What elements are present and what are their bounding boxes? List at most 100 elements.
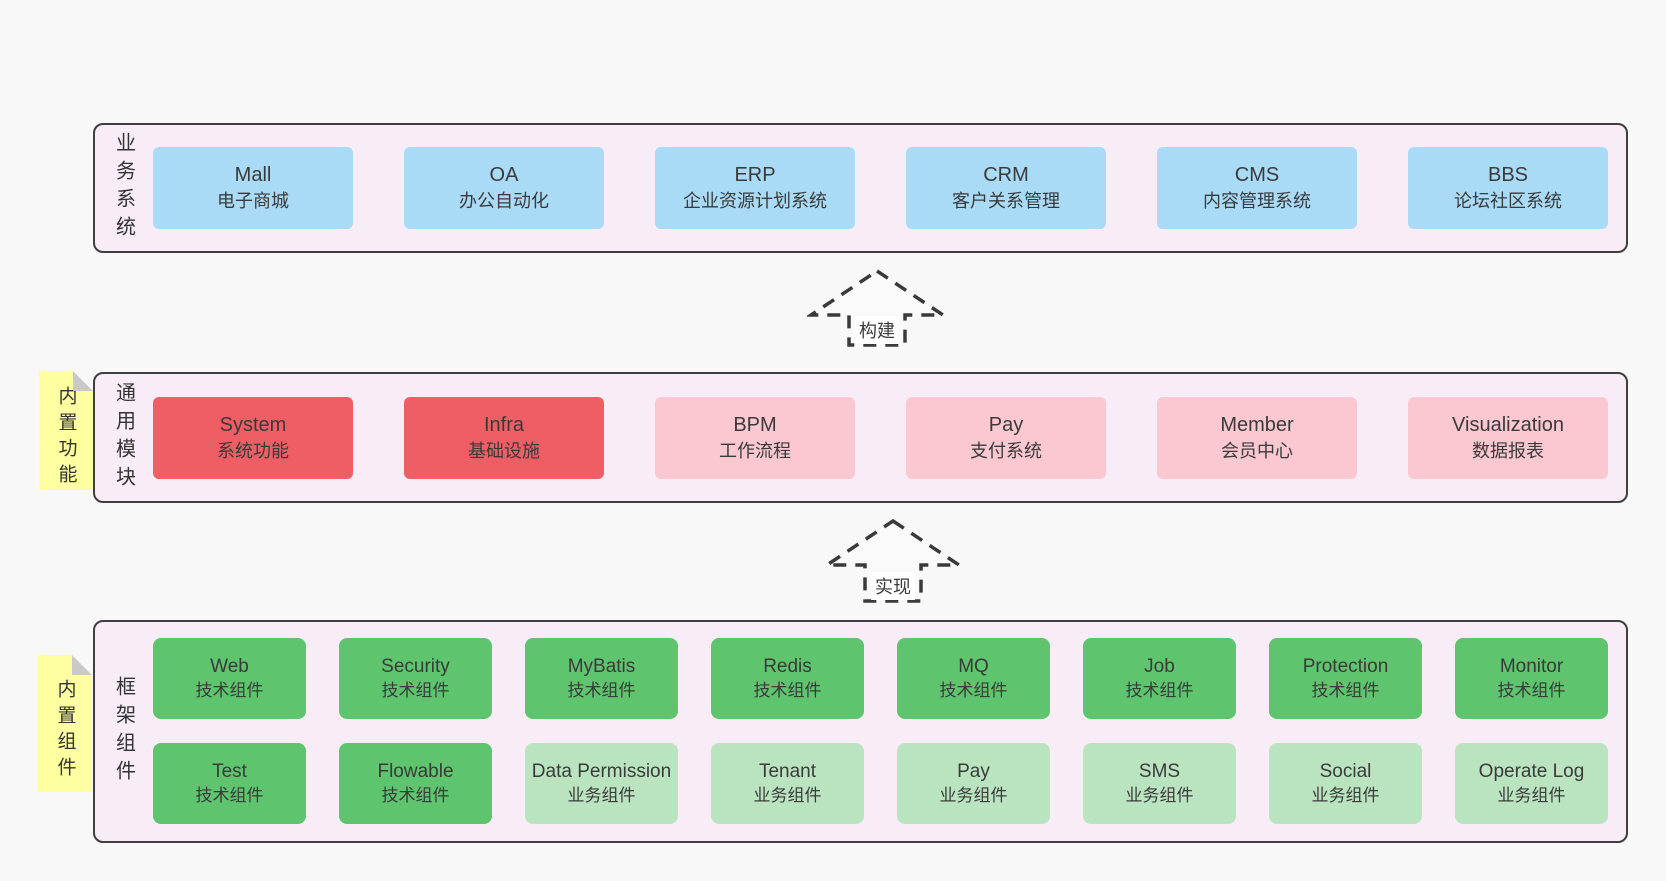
sticky-built-in-features: 内置功能 <box>39 371 93 490</box>
box-monitor: Monitor 技术组件 <box>1455 638 1608 719</box>
box-title: BPM <box>733 413 777 436</box>
box-pay-component: Pay 业务组件 <box>897 743 1050 824</box>
box-title: Pay <box>988 413 1024 436</box>
box-subtitle: 业务组件 <box>939 785 1008 805</box>
panel-framework-components: 框架组件 Web 技术组件 Security 技术组件 MyBatis 技术组件… <box>93 620 1628 843</box>
box-title: Data Permission <box>531 761 672 783</box>
box-title: ERP <box>734 164 776 187</box>
box-title: Job <box>1144 656 1175 678</box>
box-pay-module: Pay 支付系统 <box>906 396 1106 479</box>
box-title: Protection <box>1302 656 1389 678</box>
box-title: Pay <box>957 761 990 783</box>
box-title: Member <box>1220 413 1294 436</box>
fold-corner-icon <box>73 371 93 391</box>
up-arrow-icon <box>807 268 947 347</box>
panel-label-common-modules: 通用模块 <box>112 381 135 494</box>
panel-label-business-systems: 业务系统 <box>112 132 135 244</box>
box-infra: Infra 基础设施 <box>404 396 604 479</box>
box-subtitle: 会员中心 <box>1221 440 1293 461</box>
box-subtitle: 客户关系管理 <box>952 191 1060 212</box>
box-security: Security 技术组件 <box>339 638 492 719</box>
box-title: OA <box>489 164 519 187</box>
box-subtitle: 系统功能 <box>217 440 289 461</box>
box-title: SMS <box>1138 761 1181 783</box>
box-title: Mall <box>234 164 272 187</box>
box-subtitle: 技术组件 <box>381 785 450 805</box>
box-title: Flowable <box>377 761 454 783</box>
box-title: Visualization <box>1452 413 1564 436</box>
box-title: MyBatis <box>567 656 636 678</box>
box-subtitle: 数据报表 <box>1472 440 1544 461</box>
box-subtitle: 技术组件 <box>567 680 636 700</box>
box-subtitle: 技术组件 <box>1125 680 1194 700</box>
box-operate-log: Operate Log 业务组件 <box>1455 743 1608 824</box>
box-title: Web <box>210 656 249 678</box>
arrow-build: 构建 <box>807 268 947 348</box>
box-subtitle: 技术组件 <box>195 680 264 700</box>
panel-common-modules: 通用模块 System 系统功能 Infra 基础设施 BPM 工作流程 Pay… <box>93 372 1628 503</box>
box-bpm: BPM 工作流程 <box>655 396 855 479</box>
box-title: Security <box>381 656 450 678</box>
box-title: Infra <box>483 413 525 436</box>
box-subtitle: 技术组件 <box>195 785 264 805</box>
sticky-built-in-components: 内置组件 <box>38 655 92 792</box>
box-title: CRM <box>983 164 1029 187</box>
fold-corner-icon <box>72 655 92 675</box>
sticky-label: 内置功能 <box>55 385 77 490</box>
box-title: Social <box>1319 761 1372 783</box>
box-subtitle: 业务组件 <box>1311 785 1380 805</box>
box-subtitle: 技术组件 <box>939 680 1008 700</box>
box-erp: ERP 企业资源计划系统 <box>655 147 855 229</box>
box-title: Redis <box>763 656 812 678</box>
box-title: Operate Log <box>1478 761 1585 783</box>
box-subtitle: 业务组件 <box>567 785 636 805</box>
box-subtitle: 支付系统 <box>970 440 1042 461</box>
box-title: MQ <box>958 656 989 678</box>
box-web: Web 技术组件 <box>153 638 306 719</box>
box-visualization: Visualization 数据报表 <box>1408 396 1608 479</box>
box-tenant: Tenant 业务组件 <box>711 743 864 824</box>
box-title: System <box>219 413 287 436</box>
arrow-implement: 实现 <box>823 518 963 604</box>
box-subtitle: 工作流程 <box>719 440 791 461</box>
box-subtitle: 基础设施 <box>468 440 540 461</box>
sticky-label: 内置组件 <box>54 678 76 783</box>
box-subtitle: 技术组件 <box>1311 680 1380 700</box>
box-social: Social 业务组件 <box>1269 743 1422 824</box>
arrow-build-label: 构建 <box>855 316 899 344</box>
box-title: BBS <box>1487 164 1529 187</box>
box-bbs: BBS 论坛社区系统 <box>1408 147 1608 229</box>
box-mybatis: MyBatis 技术组件 <box>525 638 678 719</box>
box-subtitle: 业务组件 <box>1125 785 1194 805</box>
panel-label-framework-components: 框架组件 <box>112 675 135 788</box>
box-member: Member 会员中心 <box>1157 396 1357 479</box>
box-title: CMS <box>1234 164 1280 187</box>
box-oa: OA 办公自动化 <box>404 147 604 229</box>
box-subtitle: 业务组件 <box>1497 785 1566 805</box>
box-test: Test 技术组件 <box>153 743 306 824</box>
arrow-implement-label: 实现 <box>871 572 915 600</box>
box-title: Test <box>212 761 247 783</box>
box-subtitle: 论坛社区系统 <box>1454 191 1562 212</box>
box-subtitle: 技术组件 <box>753 680 822 700</box>
box-mq: MQ 技术组件 <box>897 638 1050 719</box>
box-subtitle: 内容管理系统 <box>1203 191 1311 212</box>
box-mall: Mall 电子商城 <box>153 147 353 229</box>
box-subtitle: 企业资源计划系统 <box>683 191 827 212</box>
box-cms: CMS 内容管理系统 <box>1157 147 1357 229</box>
box-system: System 系统功能 <box>153 396 353 479</box>
up-arrow-icon <box>823 518 963 603</box>
box-subtitle: 技术组件 <box>1497 680 1566 700</box>
box-crm: CRM 客户关系管理 <box>906 147 1106 229</box>
panel-business-systems: 业务系统 Mall 电子商城 OA 办公自动化 ERP 企业资源计划系统 CRM… <box>93 123 1628 253</box>
box-subtitle: 业务组件 <box>753 785 822 805</box>
box-subtitle: 技术组件 <box>381 680 450 700</box>
box-title: Monitor <box>1499 656 1564 678</box>
box-job: Job 技术组件 <box>1083 638 1236 719</box>
box-sms: SMS 业务组件 <box>1083 743 1236 824</box>
box-subtitle: 电子商城 <box>217 191 289 212</box>
box-title: Tenant <box>758 761 817 783</box>
box-subtitle: 办公自动化 <box>459 191 549 212</box>
box-redis: Redis 技术组件 <box>711 638 864 719</box>
